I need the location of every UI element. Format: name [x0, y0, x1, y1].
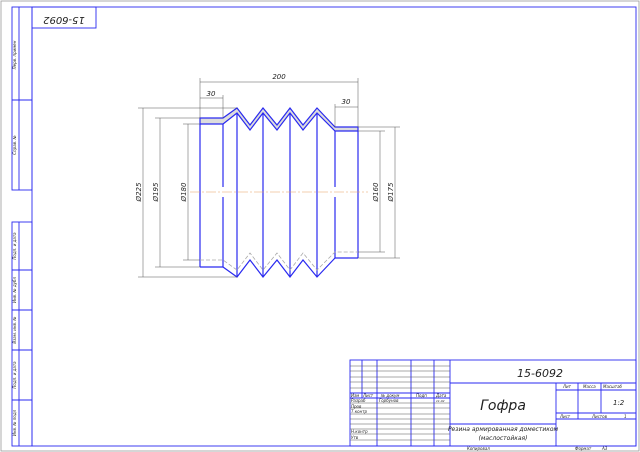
frame: [11, 6, 637, 447]
left-strip: Перв. примен Справ. № Подп. и дата Инв. …: [12, 40, 17, 436]
developer-date: 11.02: [436, 399, 445, 403]
developer-name: Горбунов: [379, 398, 399, 403]
format-label: Формат: [575, 446, 592, 451]
role-tkontr: Т.контр: [351, 409, 368, 414]
part-title: Гофра: [480, 398, 526, 414]
sheets-label: Листов: [591, 414, 608, 419]
material-line-1: Резина армированная доместиком: [448, 426, 559, 433]
strip-label: Подп. и дата: [12, 232, 17, 260]
drawing-number: 15-6092: [517, 367, 563, 380]
header-list: Лист: [362, 393, 374, 398]
role-prov: Пров: [351, 404, 362, 409]
strip-label: Инв. № подл: [12, 409, 17, 436]
header-izm: Изм: [351, 393, 359, 398]
role-razrab: Разраб: [351, 398, 366, 403]
sheets-count: 1: [624, 414, 627, 419]
dim-d195: Ø195: [152, 182, 160, 202]
dim-d175: Ø175: [387, 182, 395, 202]
strip-label: Инв. № дубл: [12, 277, 17, 304]
lit-label: Лит: [562, 384, 572, 389]
role-utv: Утв: [351, 435, 359, 440]
mass-label: Масса: [583, 384, 596, 389]
strip-label: Перв. примен: [12, 40, 17, 69]
dim-d225: Ø225: [135, 182, 143, 202]
strip-label: Справ. №: [12, 135, 17, 154]
bellows-part: [190, 107, 368, 278]
dim-d180: Ø180: [180, 182, 188, 202]
header-doc: № докум: [380, 393, 399, 398]
drawing-number-corner: 15-6092: [43, 14, 85, 25]
dim-right-cuff: 30: [342, 98, 351, 106]
dimension-lines: [138, 78, 400, 278]
strip-label: Подп. и дата: [12, 361, 17, 389]
role-nkontr: Н.контр: [351, 429, 368, 434]
dim-d160: Ø160: [372, 182, 380, 202]
material-line-2: (маслостойкая): [479, 435, 528, 442]
sheet-label: Лист: [559, 414, 571, 419]
strip-label: Взам. инв. №: [12, 316, 17, 343]
header-podp: Подп: [416, 393, 427, 398]
scale-value: 1:2: [613, 399, 625, 407]
copied-label: Копировал: [467, 446, 490, 451]
scale-label: Масштаб: [603, 384, 623, 389]
format-value: А3: [601, 446, 608, 451]
dim-left-cuff: 30: [207, 90, 216, 98]
dim-length: 200: [272, 73, 286, 81]
header-date: Дата: [435, 393, 447, 398]
